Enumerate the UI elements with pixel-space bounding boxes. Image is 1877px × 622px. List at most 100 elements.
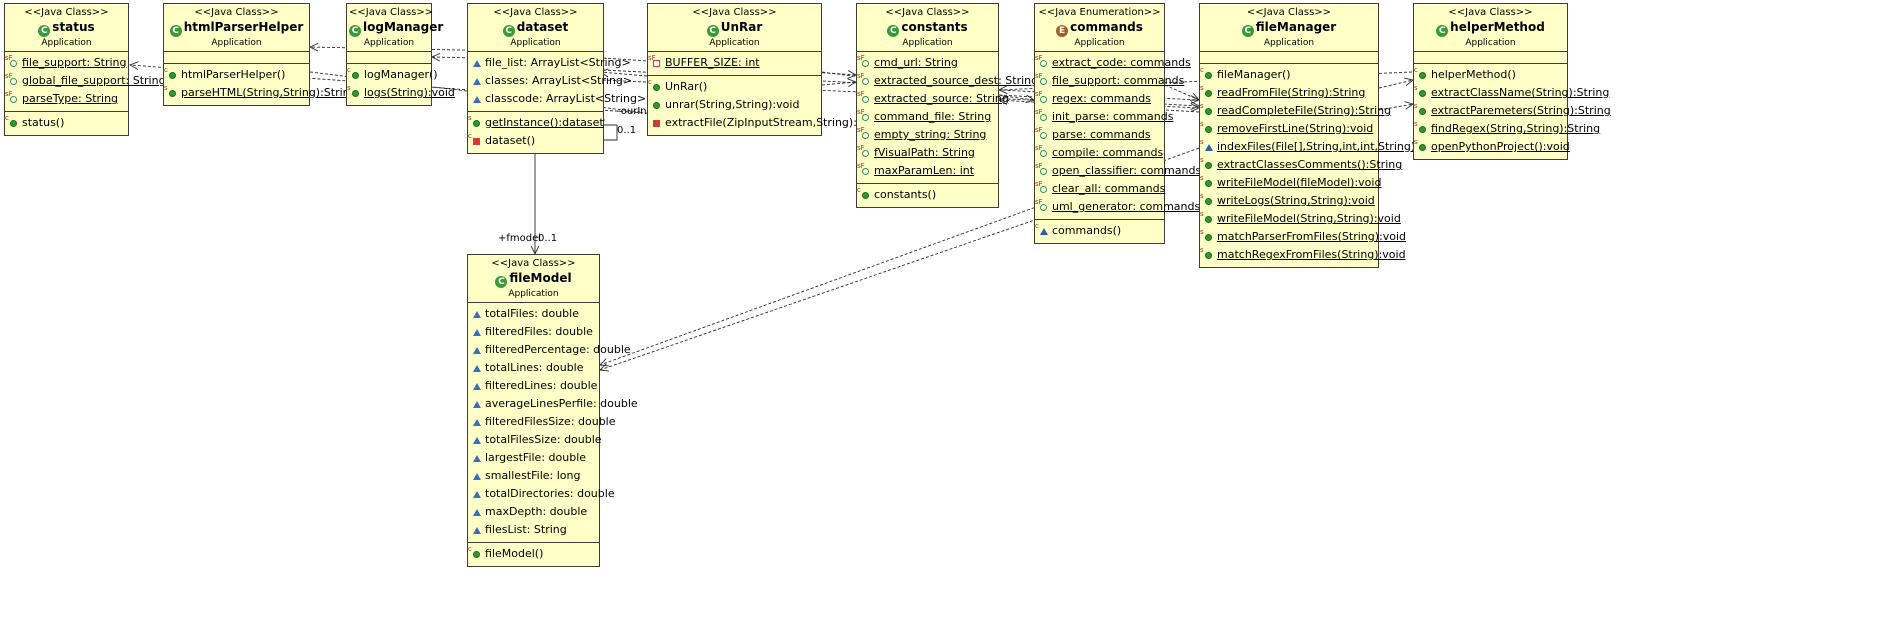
constructor-icon: c <box>347 66 361 79</box>
class-package: Application <box>902 38 953 48</box>
attribute-row[interactable]: file_list: ArrayList<String> <box>471 54 631 72</box>
attribute-text: maxParamLen: int <box>874 164 975 177</box>
package-field-icon <box>471 400 482 408</box>
attribute-row[interactable]: filteredPercentage: double <box>471 341 631 359</box>
attribute-row[interactable]: classes: ArrayList<String> <box>471 72 632 90</box>
static-field-icon: sF <box>5 54 19 67</box>
attribute-row[interactable]: totalFilesSize: double <box>471 431 602 449</box>
attribute-row[interactable]: totalLines: double <box>471 359 596 377</box>
class-name: dataset <box>516 20 569 34</box>
attribute-row[interactable]: smallestFile: long <box>471 467 596 485</box>
attribute-row[interactable]: totalFiles: double <box>471 305 596 323</box>
operation-row[interactable]: unrar(String,String):void <box>651 96 818 114</box>
static-method-icon: s <box>1200 210 1214 223</box>
operation-row[interactable]: extractFile(ZipInputStream,String):void <box>651 114 880 132</box>
attribute-text: fVisualPath: String <box>874 146 975 159</box>
attribute-row[interactable]: filesList: String <box>471 521 596 539</box>
attribute-text: empty_string: String <box>874 128 987 141</box>
attribute-text: file_support: String <box>22 56 127 69</box>
attribute-text: open_classifier: commands <box>1052 164 1202 177</box>
attribute-row[interactable]: filteredFiles: double <box>471 323 596 341</box>
attribute-text: parseType: String <box>22 92 119 105</box>
attribute-row[interactable]: maxDepth: double <box>471 503 596 521</box>
package-field-icon <box>471 490 482 498</box>
class-badge-icon: C <box>495 276 508 288</box>
attribute-row[interactable]: largestFile: double <box>471 449 596 467</box>
static-method-icon: s <box>1414 102 1428 115</box>
attribute-row[interactable]: totalDirectories: double <box>471 485 615 503</box>
operation-text: removeFirstLine(String):void <box>1217 122 1374 135</box>
attribute-row[interactable]: classcode: ArrayList<String> <box>471 90 646 108</box>
attribute-row[interactable]: filteredFilesSize: double <box>471 413 616 431</box>
attribute-row[interactable]: filteredLines: double <box>471 377 597 395</box>
class-package: Application <box>1074 38 1125 48</box>
static-field-icon: sF <box>857 90 871 103</box>
attribute-text: averageLinesPerfile: double <box>485 397 638 410</box>
operation-text: findRegex(String,String):String <box>1431 122 1601 135</box>
attribute-row[interactable]: averageLinesPerfile: double <box>471 395 638 413</box>
class-package: Application <box>709 38 760 48</box>
